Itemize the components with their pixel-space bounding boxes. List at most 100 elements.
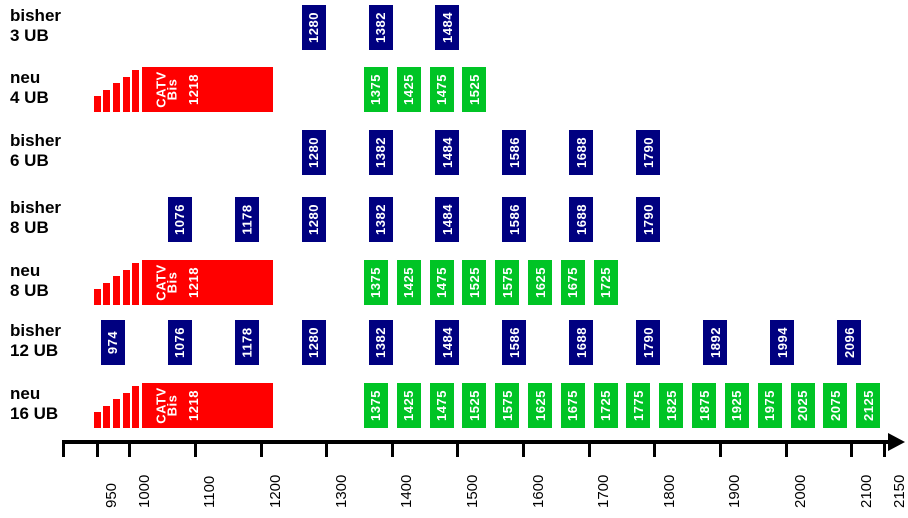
channel-bar-label: 1525 (466, 74, 482, 105)
channel-bar-label: 1475 (434, 390, 450, 421)
x-axis-tick-label-1400: 1400 (398, 474, 416, 508)
catv-stair-bar (103, 406, 111, 428)
channel-bar-1586: 1586 (502, 197, 527, 242)
catv-stair-bar (103, 283, 111, 305)
channel-bar-1825: 1825 (659, 383, 684, 428)
catv-stair-bar (112, 276, 120, 305)
x-axis-tick-1000 (128, 444, 132, 457)
channel-bar-label: 1425 (401, 267, 417, 298)
channel-bar-1875: 1875 (692, 383, 717, 428)
x-axis-tick-origin (62, 444, 65, 457)
channel-bar-label: 1525 (466, 267, 482, 298)
channel-bar-label: 1382 (373, 204, 389, 235)
channel-bar-label: 1425 (401, 390, 417, 421)
x-axis-tick-label-1700: 1700 (595, 474, 613, 508)
channel-bar-1975: 1975 (757, 383, 782, 428)
catv-label-1218-text: 1218 (185, 390, 201, 421)
catv-label-1218: 1218 (178, 67, 201, 112)
channel-bar-1280: 1280 (301, 5, 326, 50)
channel-bar-1525: 1525 (462, 383, 487, 428)
channel-bar-label: 1975 (762, 390, 778, 421)
row-label-line2: 8 UB (10, 218, 49, 237)
catv-label-bis: Bis (161, 67, 179, 112)
channel-bar-974: 974 (100, 320, 125, 365)
channel-bar-label: 1994 (774, 327, 790, 358)
channel-bar-label: 1382 (373, 327, 389, 358)
channel-bar-1382: 1382 (368, 5, 393, 50)
channel-bar-1178: 1178 (234, 197, 259, 242)
channel-bar-1790: 1790 (636, 197, 661, 242)
channel-bar-label: 1484 (439, 137, 455, 168)
catv-stair-bar (93, 412, 101, 428)
channel-bar-label: 1280 (306, 137, 322, 168)
channel-bar-label: 1375 (368, 390, 384, 421)
channel-bar-1575: 1575 (495, 383, 520, 428)
channel-bar-label: 1625 (532, 390, 548, 421)
channel-bar-label: 1790 (640, 204, 656, 235)
channel-bar-2025: 2025 (790, 383, 815, 428)
channel-bar-1625: 1625 (527, 383, 552, 428)
channel-bar-1775: 1775 (626, 383, 651, 428)
channel-bar-label: 1825 (663, 390, 679, 421)
channel-bar-1586: 1586 (502, 320, 527, 365)
channel-bar-1475: 1475 (429, 260, 454, 305)
channel-bar-label: 1280 (306, 12, 322, 43)
row-label-line2: 6 UB (10, 151, 49, 170)
channel-bar-label: 1875 (696, 390, 712, 421)
row-label-line2: 3 UB (10, 26, 49, 45)
channel-bar-label: 1475 (434, 74, 450, 105)
catv-stair-bar (112, 399, 120, 428)
channel-bar-label: 1178 (239, 204, 255, 235)
channel-bar-label: 1925 (729, 390, 745, 421)
channel-bar-label: 2096 (841, 327, 857, 358)
channel-bar-1525: 1525 (462, 67, 487, 112)
channel-bar-1375: 1375 (363, 260, 388, 305)
channel-bar-label: 1484 (439, 327, 455, 358)
catv-label-bis: Bis (161, 260, 179, 305)
channel-bar-label: 1688 (573, 137, 589, 168)
catv-stair-bar (122, 77, 130, 112)
channel-bar-1892: 1892 (703, 320, 728, 365)
channel-bar-1425: 1425 (396, 383, 421, 428)
channel-bar-label: 1076 (172, 327, 188, 358)
catv-stair-bar (93, 96, 101, 112)
row-label-line1: bisher (10, 131, 62, 150)
channel-bar-label: 1382 (373, 12, 389, 43)
catv-label-1218: 1218 (178, 383, 201, 428)
channel-bar-1790: 1790 (636, 130, 661, 175)
x-axis-tick-1400 (390, 444, 394, 457)
x-axis-tick-1100 (193, 444, 197, 457)
x-axis-tick-2100 (850, 444, 854, 457)
x-axis-tick-label-1800: 1800 (660, 474, 678, 508)
channel-bar-1484: 1484 (435, 197, 460, 242)
x-axis-tick-1500 (456, 444, 460, 457)
channel-bar-label: 1475 (434, 267, 450, 298)
channel-bar-1280: 1280 (301, 197, 326, 242)
channel-bar-label: 1586 (506, 204, 522, 235)
row-label-line1: neu (10, 261, 41, 280)
channel-bar-1725: 1725 (593, 383, 618, 428)
channel-bar-1484: 1484 (435, 320, 460, 365)
channel-bar-2096: 2096 (837, 320, 862, 365)
channel-bar-1688: 1688 (569, 197, 594, 242)
row-label-line2: 8 UB (10, 281, 49, 300)
channel-bar-1688: 1688 (569, 130, 594, 175)
catv-label-1218-text: 1218 (185, 74, 201, 105)
channel-bar-label: 1525 (466, 390, 482, 421)
channel-bar-label: 1575 (499, 390, 515, 421)
catv-stair-bar (103, 90, 111, 112)
channel-bar-1425: 1425 (396, 260, 421, 305)
channel-bar-label: 1375 (368, 267, 384, 298)
x-axis-tick-label-1500: 1500 (463, 474, 481, 508)
channel-bar-1675: 1675 (560, 260, 585, 305)
x-axis-tick-2000 (784, 444, 788, 457)
row-label-line2: 16 UB (10, 404, 59, 423)
